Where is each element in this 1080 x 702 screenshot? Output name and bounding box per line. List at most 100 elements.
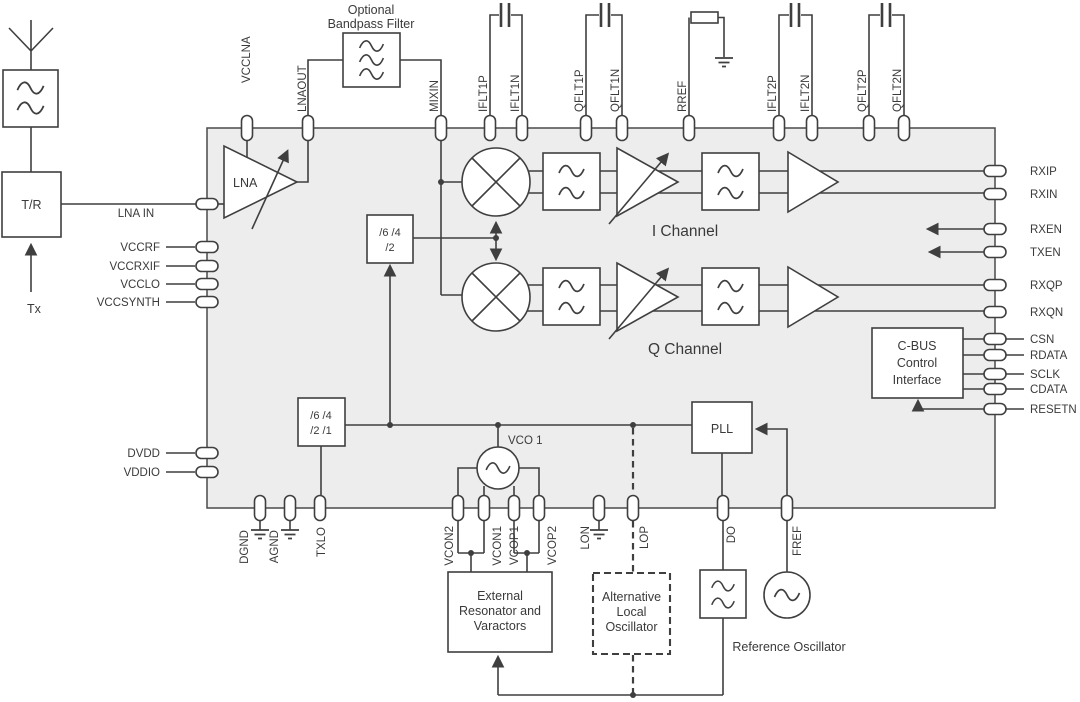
i-channel-label: I Channel <box>652 223 718 240</box>
cbus-control-interface-block <box>871 327 964 399</box>
pin-iflt1p <box>483 114 497 142</box>
pll-block <box>691 401 753 454</box>
antenna-filter-block <box>2 69 59 128</box>
pin-lon <box>592 494 606 522</box>
divider-top-label-2: /2 <box>385 242 394 254</box>
pin-vddio <box>195 465 219 479</box>
alternative-lo-label-2: Local <box>617 605 647 619</box>
q-channel-label: Q Channel <box>648 341 722 358</box>
pin-lop <box>626 494 640 522</box>
divider-bottom-label-1: /6 /4 <box>310 410 331 422</box>
ground-icon-lon <box>589 529 609 540</box>
filter-block-q2 <box>701 267 760 326</box>
divider-bottom-block <box>297 397 346 447</box>
external-resonator-label-1: External <box>477 589 523 603</box>
pin-dvdd <box>195 446 219 460</box>
pin-label-lon: LON <box>580 526 592 550</box>
pin-qflt1p <box>579 114 593 142</box>
capacitor-icon-qflt1 <box>599 3 611 27</box>
cbus-label-2: Control <box>897 356 937 370</box>
pin-label-qflt2p: QFLT2P <box>857 69 869 112</box>
resistor-icon-rref <box>690 11 719 24</box>
pin-label-vcon1: VCON1 <box>492 526 504 566</box>
filter-block-i2 <box>701 152 760 211</box>
pin-label-vccsynth: VCCSYNTH <box>97 297 160 309</box>
lna-label: LNA <box>233 176 258 190</box>
pin-iflt2p <box>772 114 786 142</box>
pin-vcop2 <box>532 494 546 522</box>
ground-icon-rref <box>714 57 734 68</box>
divider-bottom-label-2: /2 /1 <box>310 425 331 437</box>
pin-label-vcop2: VCOP2 <box>547 526 559 565</box>
lna-amplifier <box>223 144 299 220</box>
pin-fref <box>780 494 794 522</box>
pin-label-do: DO <box>726 526 738 543</box>
pin-vcon2 <box>451 494 465 522</box>
pin-label-resetn: RESETN <box>1030 404 1077 416</box>
pin-label-dgnd: DGND <box>239 530 251 564</box>
tr-label: T/R <box>21 198 41 212</box>
pin-label-vcon2: VCON2 <box>444 526 456 566</box>
external-resonator-block <box>447 571 553 653</box>
pin-rdata <box>983 348 1007 362</box>
pin-label-iflt2p: IFLT2P <box>767 75 779 112</box>
pin-label-txen: TXEN <box>1030 247 1061 259</box>
pin-label-csn: CSN <box>1030 334 1054 346</box>
filter-block-i1 <box>542 152 601 211</box>
pin-label-vddio: VDDIO <box>124 467 160 479</box>
pin-label-txlo: TXLO <box>316 527 328 557</box>
pin-label-qflt2n: QFLT2N <box>892 69 904 112</box>
pin-rxin <box>983 187 1007 201</box>
pin-lnaout <box>301 114 315 142</box>
output-amp-i <box>787 150 840 214</box>
pin-iflt2n <box>805 114 819 142</box>
pin-label-iflt2n: IFLT2N <box>800 75 812 113</box>
labels: VCCLNA LNAOUT MIXIN IFLT1P IFLT1N QFLT1P… <box>21 3 1076 654</box>
pll-label: PLL <box>711 422 733 436</box>
pin-agnd <box>283 494 297 522</box>
pin-label-sclk: SCLK <box>1030 369 1060 381</box>
filter-block-q1 <box>542 267 601 326</box>
pin-csn <box>983 332 1007 346</box>
variable-amp-i <box>616 146 680 218</box>
pin-label-rxip: RXIP <box>1030 166 1057 178</box>
pin-rxqp <box>983 278 1007 292</box>
pin-label-iflt1p: IFLT1P <box>478 75 490 112</box>
pin-label-lnaout: LNAOUT <box>297 65 309 112</box>
external-resonator-label-2: Resonator and <box>459 604 541 618</box>
pin-qflt1n <box>615 114 629 142</box>
pin-vcclna <box>240 114 254 142</box>
ground-icon-agnd <box>280 529 300 540</box>
pin-sclk <box>983 367 1007 381</box>
lna-in-label: LNA IN <box>118 208 154 220</box>
reference-oscillator-label: Reference Oscillator <box>732 640 845 654</box>
pin-rref <box>682 114 696 142</box>
capacitor-icon-qflt2 <box>880 3 892 27</box>
pin-vccrf <box>195 240 219 254</box>
antenna-icon <box>8 20 54 70</box>
divider-top-label-1: /6 /4 <box>379 227 400 239</box>
pin-vcon1 <box>477 494 491 522</box>
pin-rxqn <box>983 305 1007 319</box>
capacitor-icon-iflt1 <box>499 3 511 27</box>
output-amp-q <box>787 265 840 329</box>
pin-label-rdata: RDATA <box>1030 350 1068 362</box>
pin-label-agnd: AGND <box>269 530 281 563</box>
divider-top-block <box>366 214 414 264</box>
pin-mixin <box>434 114 448 142</box>
pin-label-cdata: CDATA <box>1030 384 1068 396</box>
pin-label-vcclo: VCCLO <box>120 279 160 291</box>
alternative-lo-label-1: Alternative <box>602 590 661 604</box>
blocks <box>1 32 964 656</box>
pin-capsules <box>195 114 1007 522</box>
chip-body <box>206 127 996 509</box>
pin-lna-in <box>195 197 219 211</box>
pin-vccrxif <box>195 259 219 273</box>
pin-vcclo <box>195 277 219 291</box>
amp-i-gain-arrow <box>608 152 670 225</box>
pin-label-lop: LOP <box>639 526 651 549</box>
pin-dgnd <box>253 494 267 522</box>
pin-label-rref: RREF <box>677 81 689 112</box>
optional-filter-label-2: Bandpass Filter <box>328 17 415 31</box>
